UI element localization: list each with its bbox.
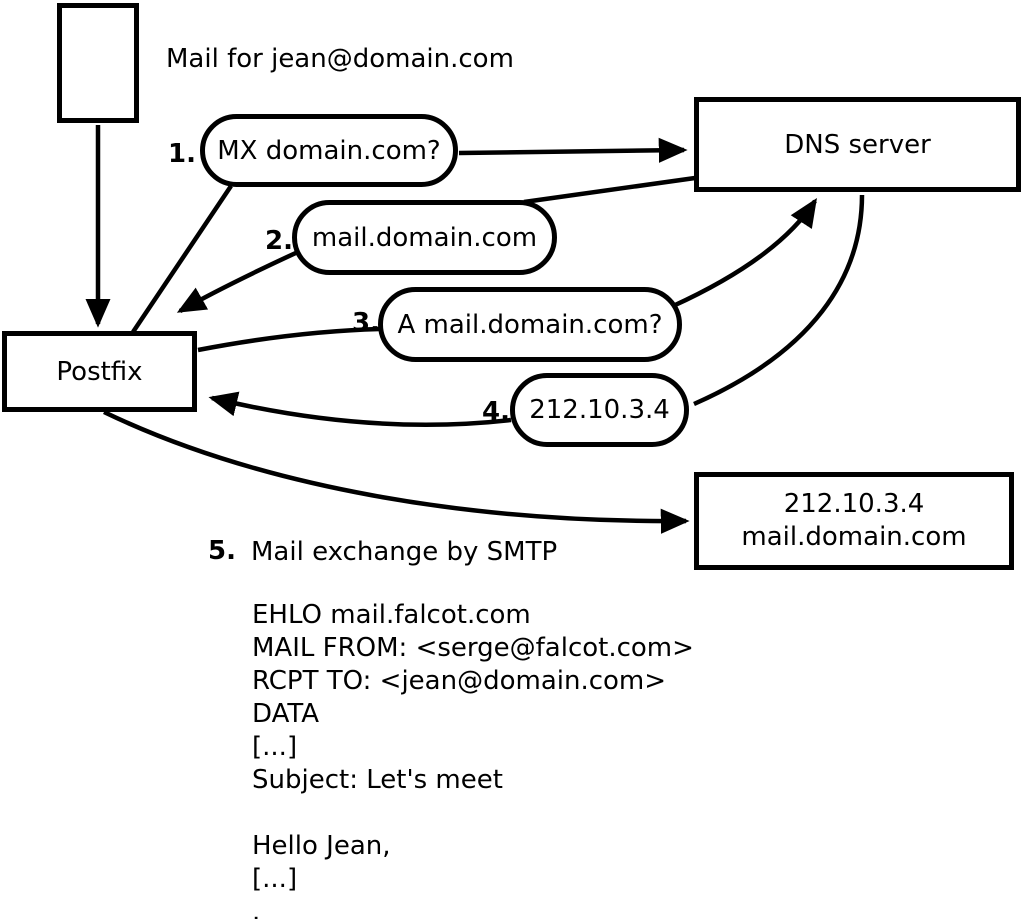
dns-server-node: DNS server: [694, 97, 1021, 192]
smtp-line-terminator-dot: .: [252, 897, 261, 919]
smtp-line-greeting: Hello Jean,: [252, 831, 391, 861]
arrow-step4-to-postfix: [208, 391, 512, 427]
smtp-line-blank: [252, 797, 694, 830]
postfix-node: Postfix: [2, 331, 197, 412]
step3-number: 3.: [352, 308, 380, 338]
arrow-step3-to-dns: [672, 197, 817, 309]
mail-server-hostname: mail.domain.com: [741, 522, 967, 552]
smtp-line-rcpt-to: RCPT TO: <jean@domain.com>: [252, 666, 667, 696]
incoming-mail-label: Mail for jean@domain.com: [166, 44, 514, 74]
step1-query-mx: MX domain.com?: [200, 114, 458, 187]
connector-dns-to-step2: [523, 175, 696, 205]
step4-number: 4.: [482, 397, 510, 427]
smtp-line-ehlo: EHLO mail.falcot.com: [252, 600, 531, 630]
smtp-line-ellipsis-1: [...]: [252, 732, 298, 762]
step4-answer-a: 212.10.3.4: [510, 373, 689, 447]
arrow-step1-to-dns: [458, 137, 688, 163]
mail-server-ip: 212.10.3.4: [783, 489, 925, 519]
mail-message-icon: [57, 3, 139, 123]
step2-number: 2.: [265, 226, 293, 256]
step5-label: Mail exchange by SMTP: [251, 537, 558, 567]
arrow-postfix-to-mailserver-smtp: [103, 409, 690, 534]
connector-postfix-to-step3: [197, 326, 381, 353]
smtp-line-ellipsis-2: [...]: [252, 864, 298, 894]
step3-query-a: A mail.domain.com?: [378, 287, 682, 362]
connector-dns-to-step4: [693, 194, 865, 407]
smtp-line-subject: Subject: Let's meet: [252, 765, 503, 795]
step5-number: 5.: [208, 536, 236, 566]
mail-server-node: 212.10.3.4 mail.domain.com: [694, 472, 1014, 570]
smtp-line-mail-from: MAIL FROM: <serge@falcot.com>: [252, 633, 694, 663]
connector-postfix-to-step1: [131, 184, 233, 334]
step2-answer-mx: mail.domain.com: [292, 200, 557, 275]
smtp-session-transcript: EHLO mail.falcot.com MAIL FROM: <serge@f…: [252, 599, 694, 919]
arrow-step2-to-postfix: [176, 248, 301, 313]
smtp-line-data: DATA: [252, 699, 319, 729]
step1-number: 1.: [168, 139, 196, 169]
